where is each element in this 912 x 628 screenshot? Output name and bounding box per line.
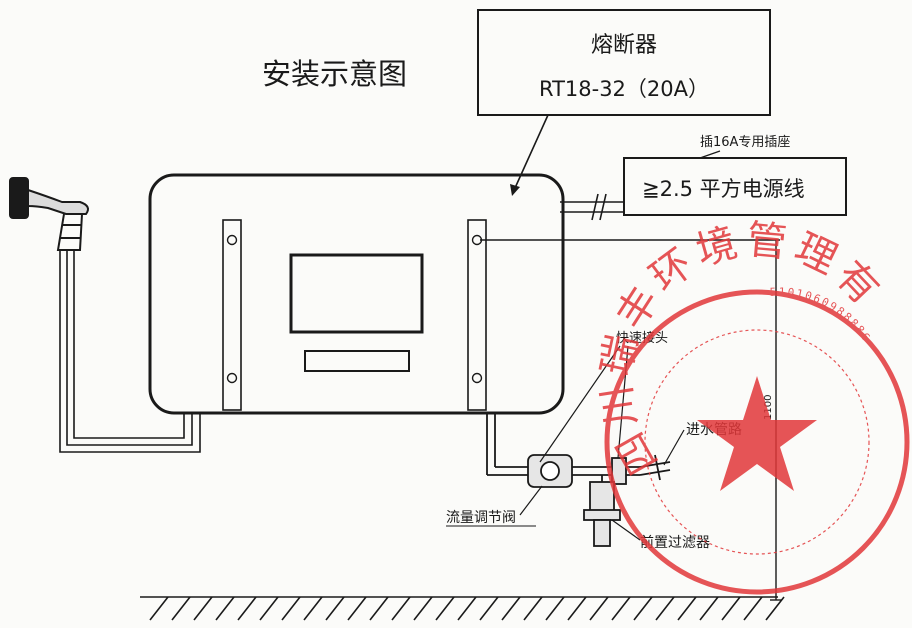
floor-hatch-line [501, 596, 521, 621]
power-cable-callout: ≧2.5 平方电源线 [623, 157, 847, 216]
floor-hatch-line [677, 596, 697, 621]
floor-hatch-line [413, 596, 433, 621]
floor-hatch-line [391, 596, 411, 621]
pre-filter-leader [611, 519, 641, 541]
water-heater-unit [148, 173, 565, 415]
floor-hatch-line [193, 596, 213, 621]
seal-inner-ring [644, 329, 870, 555]
fuse-leader-line [514, 114, 549, 189]
power-cable-text: ≧2.5 平方电源线 [642, 177, 805, 201]
pre-filter-icon [589, 481, 615, 513]
socket-leader-line [699, 150, 721, 159]
diagram-title: 安装示意图 [262, 57, 407, 91]
floor-hatch-line [435, 596, 455, 621]
pre-filter-label: 前置过滤器 [640, 534, 710, 551]
fuse-leader-arrow [510, 184, 520, 196]
floor-hatch-line [633, 596, 653, 621]
floor-hatch-line [369, 596, 389, 621]
floor-hatch-line [699, 596, 719, 621]
unit-display-screen [289, 253, 424, 334]
floor-hatch-line [281, 596, 301, 621]
floor-hatch-line [171, 596, 191, 621]
power-cable [560, 193, 624, 221]
fuse-name: 熔断器 [591, 33, 657, 58]
bracket-screw [471, 372, 483, 384]
socket-label: 插16A专用插座 [700, 135, 790, 150]
fuse-callout-box [477, 9, 771, 116]
floor-hatch-line [347, 596, 367, 621]
flow-valve-label: 流量调节阀 [446, 510, 516, 526]
floor [140, 596, 785, 621]
unit-control-panel [304, 350, 410, 372]
floor-hatch-line [237, 596, 257, 621]
flow-valve-leader [519, 485, 543, 516]
bracket-screw [226, 372, 238, 384]
floor-hatch-line [765, 596, 785, 621]
floor-hatch-line [611, 596, 631, 621]
floor-hatch-line [149, 596, 169, 621]
unit-body [148, 173, 565, 415]
shower-hose [59, 250, 201, 453]
floor-hatch-line [743, 596, 763, 621]
height-dimension-value: 1100 [763, 395, 774, 420]
floor-hatch-line [567, 596, 587, 621]
floor-hatch-line [479, 596, 499, 621]
inlet-pipework [486, 413, 671, 547]
floor-hatch-line [523, 596, 543, 621]
fuse-model: RT18-32（20A） [539, 77, 709, 101]
floor-hatch-line [259, 596, 279, 621]
seal-ring [604, 289, 910, 595]
quick-connector-leader [539, 345, 621, 463]
left-mounting-bracket [222, 219, 242, 411]
right-mounting-bracket [467, 219, 487, 411]
floor-hatch-line [545, 596, 565, 621]
seal-star-icon [697, 376, 817, 491]
floor-hatch-line [589, 596, 609, 621]
floor-hatch-line [303, 596, 323, 621]
power-cable-box [623, 157, 847, 216]
floor-hatch-line [215, 596, 235, 621]
bracket-screw [226, 234, 238, 246]
floor-hatch-line [457, 596, 477, 621]
fuse-callout: 熔断器 RT18-32（20A） [477, 9, 771, 196]
shower-head-icon [9, 177, 89, 251]
floor-hatch-line [721, 596, 741, 621]
inlet-pipe-leader [663, 429, 685, 466]
floor-hatch-line [325, 596, 345, 621]
floor-hatch-line [655, 596, 675, 621]
